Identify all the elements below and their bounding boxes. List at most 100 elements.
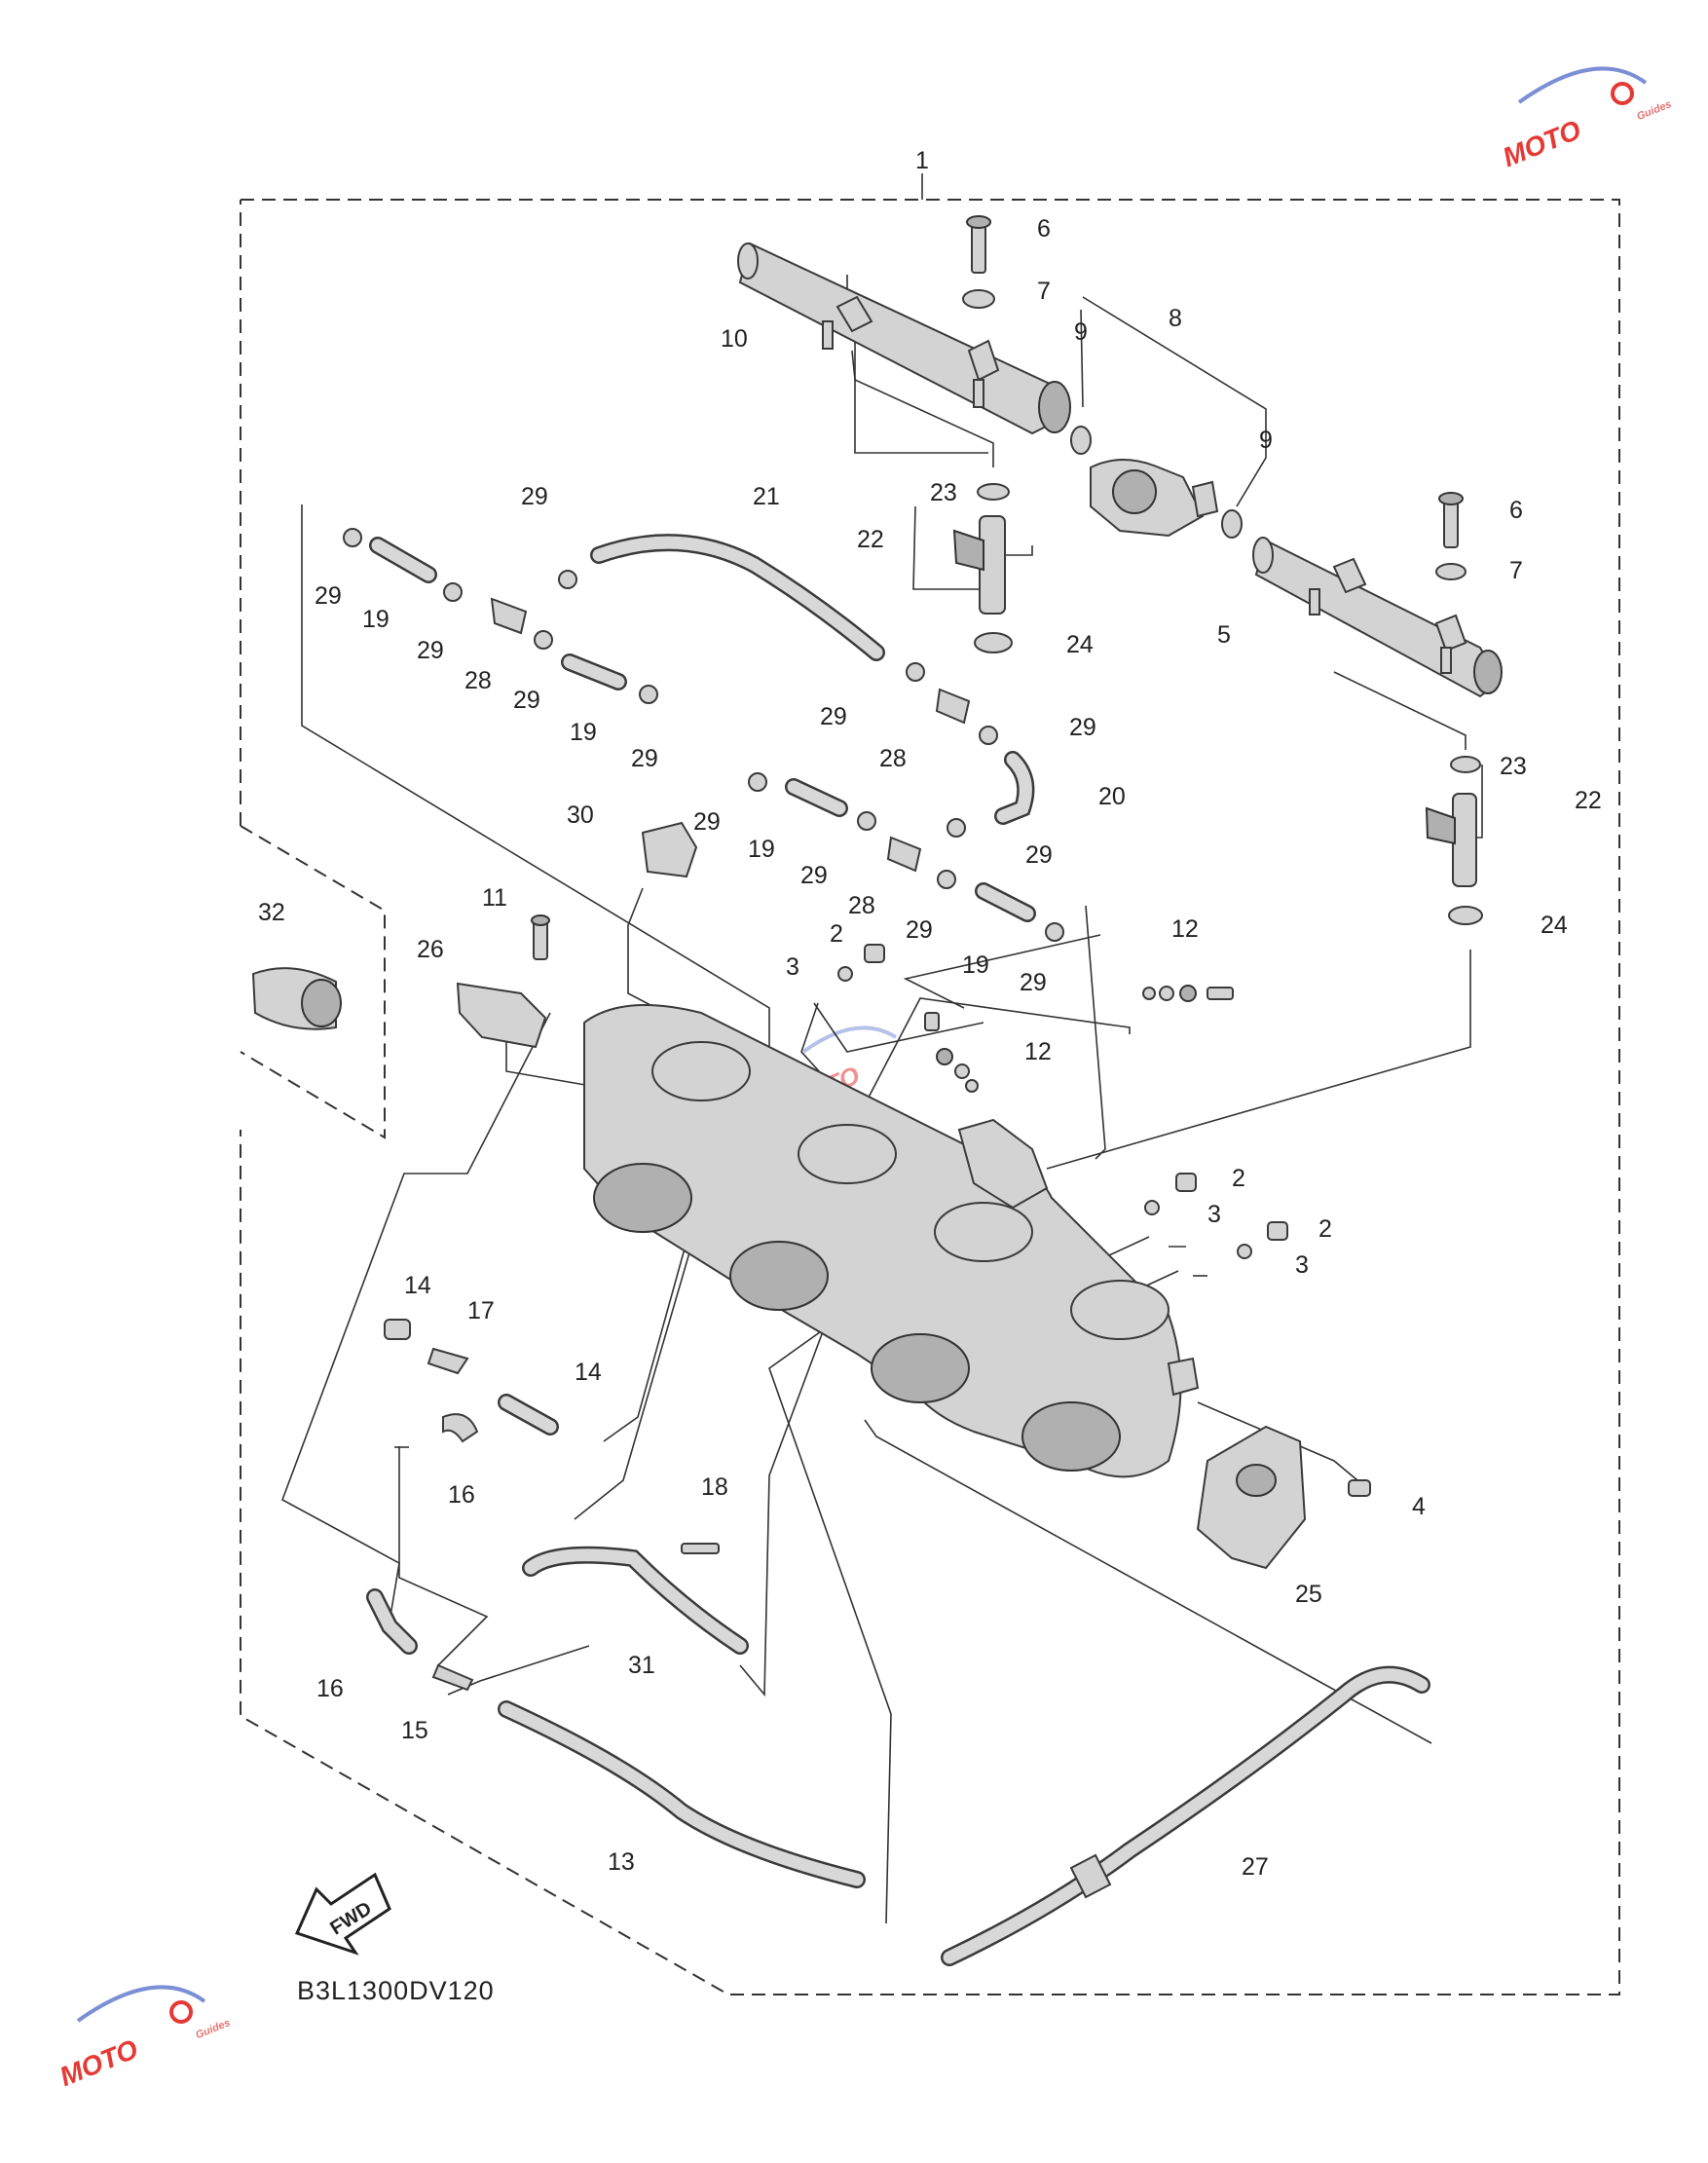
watermark-logo-bottom: MOTO Guides (56, 1985, 232, 2092)
callout-29: 29 (906, 916, 933, 944)
callout-labels: 1 6 7 10 9 8 9 23 22 24 6 7 5 23 22 24 2… (258, 147, 1602, 1881)
callout-14: 14 (404, 1272, 431, 1299)
callout-16: 16 (316, 1675, 344, 1702)
callout-28: 28 (848, 892, 875, 919)
watermark-sub-top: Guides (1635, 98, 1673, 123)
callout-20: 20 (1098, 783, 1126, 810)
screw-set-12-lower (924, 1012, 979, 1093)
callout-29: 29 (521, 483, 548, 510)
callout-7: 7 (1509, 557, 1523, 584)
callout-23: 23 (930, 479, 957, 506)
callout-2: 2 (1232, 1165, 1245, 1192)
gear-icon (1611, 82, 1634, 105)
drawing-code: B3L1300DV120 (297, 1976, 495, 2005)
callout-9: 9 (1074, 318, 1088, 346)
callout-13: 13 (608, 1848, 635, 1876)
fuel-pressure-regulator (1090, 458, 1219, 538)
hose-16-b (366, 1588, 418, 1655)
callout-1: 1 (915, 147, 929, 174)
callout-24: 24 (1066, 631, 1094, 658)
callout-5: 5 (1217, 621, 1231, 649)
watermark-brand-bottom: MOTO (56, 2033, 142, 2092)
callout-14: 14 (575, 1359, 602, 1386)
hose-13 (498, 1700, 866, 1888)
watermark-brand-top: MOTO (1499, 114, 1585, 172)
bolt-lower (1438, 492, 1464, 548)
callout-22: 22 (1575, 787, 1602, 814)
callout-12: 12 (1171, 915, 1199, 943)
hose-16-a (442, 1413, 479, 1443)
hose-19-set (369, 537, 1036, 922)
callout-11: 11 (482, 884, 507, 912)
sensor-26 (456, 982, 547, 1049)
callout-29: 29 (820, 703, 847, 730)
callout-19: 19 (748, 836, 775, 863)
throttle-body-assembly (583, 1004, 1200, 1478)
callout-21: 21 (753, 483, 780, 510)
callout-29: 29 (1025, 841, 1053, 869)
callout-22: 22 (857, 526, 884, 553)
washer-upper (962, 289, 995, 309)
fuel-injector-lower (1425, 793, 1477, 887)
hose-20 (994, 751, 1035, 825)
callout-3: 3 (1295, 1251, 1309, 1279)
cap-14-a (384, 1319, 411, 1340)
callout-24: 24 (1541, 912, 1568, 939)
subassembly-border (240, 825, 386, 1139)
callout-28: 28 (879, 745, 907, 772)
callout-15: 15 (401, 1717, 428, 1744)
sensor-11 (531, 914, 550, 960)
callout-29: 29 (631, 745, 658, 772)
callout-29: 29 (417, 637, 444, 664)
callout-26: 26 (417, 936, 444, 963)
callout-17: 17 (467, 1297, 495, 1324)
cap-2-set (864, 944, 1288, 1241)
callout-29: 29 (1020, 969, 1047, 996)
callout-29: 29 (513, 687, 540, 714)
callout-3: 3 (1207, 1201, 1221, 1228)
callout-10: 10 (721, 325, 748, 353)
hose-27 (941, 1665, 1430, 1966)
callout-23: 23 (1500, 753, 1527, 780)
callout-2: 2 (830, 920, 843, 948)
callout-32: 32 (258, 899, 285, 926)
hose-31 (522, 1546, 749, 1655)
fitting-15 (431, 1663, 474, 1692)
seal-24-lower (1448, 906, 1483, 925)
hose-21 (590, 534, 885, 661)
callout-18: 18 (701, 1473, 728, 1501)
callout-29: 29 (800, 862, 828, 889)
fuel-injector-upper (952, 515, 1006, 615)
gear-icon (169, 2000, 193, 2024)
callout-29: 29 (693, 808, 721, 836)
callout-8: 8 (1169, 305, 1182, 332)
callout-12: 12 (1024, 1038, 1052, 1065)
seal-23-lower (1450, 756, 1481, 773)
callout-6: 6 (1037, 215, 1051, 242)
callout-25: 25 (1295, 1581, 1322, 1608)
callout-27: 27 (1242, 1853, 1269, 1881)
callout-31: 31 (628, 1652, 655, 1679)
fwd-arrow-icon: FWD (294, 1872, 391, 1956)
callout-29: 29 (1069, 714, 1096, 741)
clamp-29-set (343, 528, 1064, 942)
callout-9: 9 (1259, 427, 1273, 454)
throttle-position-sensor-25 (1196, 1425, 1307, 1570)
callout-16: 16 (448, 1481, 475, 1509)
callout-6: 6 (1509, 497, 1523, 524)
screw-set-12-upper (1142, 985, 1234, 1002)
callout-30: 30 (567, 802, 594, 829)
seal-24-upper (974, 632, 1013, 653)
callout-19: 19 (362, 606, 390, 633)
watermark-sub-bottom: Guides (194, 2017, 232, 2041)
callout-4: 4 (1412, 1493, 1426, 1520)
watermark-logo-top: MOTO Guides (1499, 66, 1673, 172)
sensor-30 (641, 821, 698, 878)
screw-4 (1348, 1479, 1371, 1497)
callout-28: 28 (464, 667, 492, 694)
fuel-rail-upper (737, 242, 1071, 435)
callout-29: 29 (315, 582, 342, 610)
joint-28-set (490, 597, 971, 873)
clip-3-set (837, 966, 1252, 1259)
hose-14-b (498, 1394, 559, 1436)
